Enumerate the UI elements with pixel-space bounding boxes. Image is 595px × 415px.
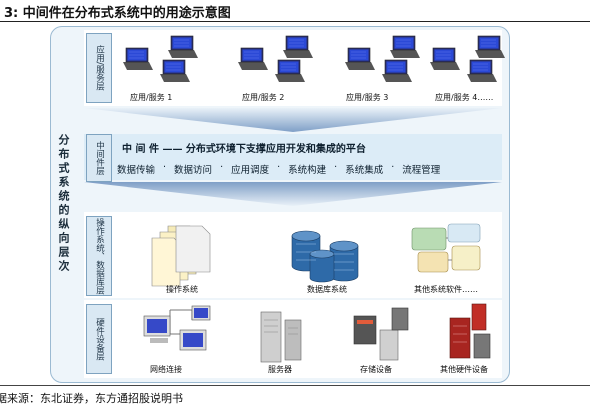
hardware-item-3: 存储设备 [360,365,392,374]
figure-title: 3: 中间件在分布式系统中的用途示意图 [4,6,231,21]
middleware-function-3: 应用调度 [231,165,270,176]
middleware-functions: 数据传输 · 数据访问 · 应用调度 · 系统构建 · 系统集成 · 流程管理 [117,162,440,176]
middleware-function-4: 系统构建 [288,165,327,176]
hardware-item-2: 服务器 [268,365,292,374]
database-cylinders-icon [291,230,359,283]
os-item-2: 数据库系统 [307,285,347,294]
function-separator: · [277,162,281,173]
middleware-band [84,134,502,180]
software-modules-icon [411,223,481,273]
middleware-function-2: 数据访问 [174,165,213,176]
os-item-3: 其他系统软件…… [414,285,478,294]
os-db-layer-tab: 操作系统、数据库层 [86,216,112,296]
app-item-2: 应用/服务 2 [242,93,285,102]
middleware-title: 中 间 件 —— 分布式环境下支撑应用开发和集成的平台 [122,144,366,155]
storage-device-icon [353,307,409,361]
hardware-item-4: 其他硬件设备 [440,365,488,374]
app-item-4: 应用/服务 4…… [435,93,494,102]
middleware-function-5: 系统集成 [345,165,384,176]
document-stack-icon [151,225,211,287]
function-separator: · [220,162,224,173]
app-layer-tab: 应用/服务层 [86,33,112,103]
middleware-function-1: 数据传输 [117,165,156,176]
app-item-3: 应用/服务 3 [346,93,389,102]
function-separator: · [391,162,395,173]
vertical-axis-label: 分布式系统的纵向层次 [57,134,70,274]
source-note: 据来源：东北证券，东方通招股说明书 [0,392,183,405]
server-icon [260,311,302,363]
app-item-1: 应用/服务 1 [130,93,173,102]
hardware-item-1: 网络连接 [150,365,182,374]
middleware-layer-tab: 中间件层 [86,134,112,182]
os-item-1: 操作系统 [166,285,198,294]
network-computers-icon [143,305,211,351]
arrow-middleware-to-os [84,182,502,206]
function-separator: · [334,162,338,173]
function-separator: · [163,162,167,173]
other-hardware-icon [449,303,491,359]
source-divider [0,385,590,386]
title-divider [0,21,590,22]
arrow-app-to-middleware [84,108,502,132]
middleware-function-6: 流程管理 [402,165,441,176]
hardware-layer-tab: 硬件设备层 [86,304,112,374]
